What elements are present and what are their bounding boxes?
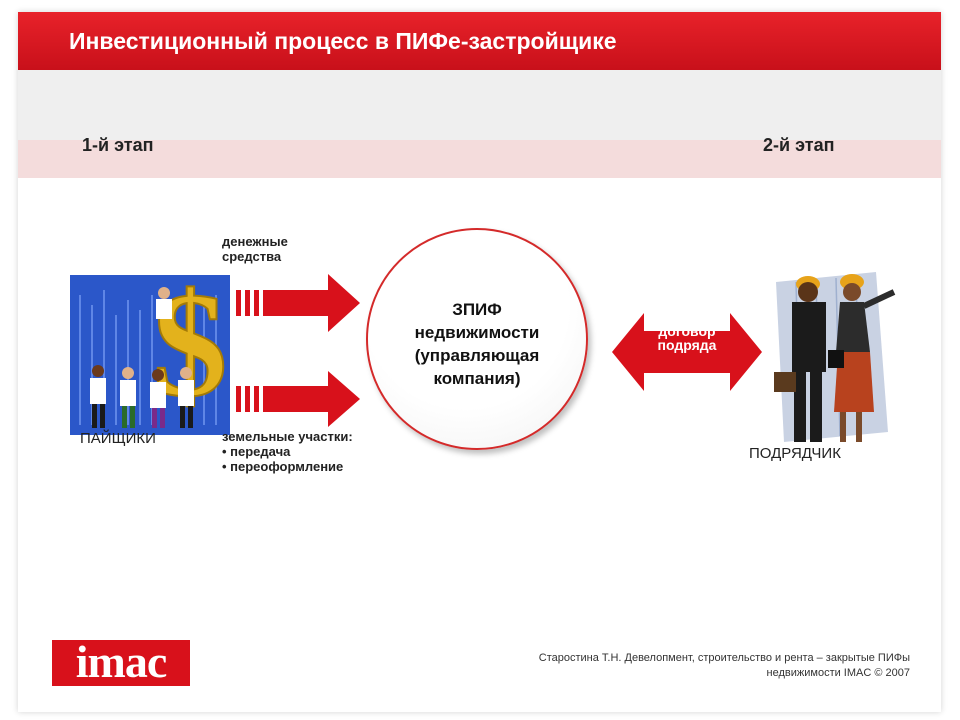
money-flow-line-1: денежные bbox=[222, 234, 288, 249]
upper-band bbox=[18, 70, 941, 140]
land-arrow bbox=[236, 371, 360, 427]
builders-icon bbox=[774, 272, 896, 442]
fund-circle bbox=[366, 228, 588, 450]
contractor-label: ПОДРЯДЧИК bbox=[749, 445, 841, 462]
imac-logo-text: imac bbox=[75, 636, 168, 687]
contract-line-1: договор bbox=[658, 323, 716, 339]
land-flow-title: земельные участки: bbox=[222, 429, 353, 444]
contract-label: договор подряда bbox=[637, 324, 737, 352]
title-bar: Инвестиционный процесс в ПИФе-застройщик… bbox=[18, 12, 941, 70]
stage-2-label: 2-й этап bbox=[763, 135, 835, 155]
fund-line-3: (управляющая bbox=[414, 346, 540, 365]
contract-double-arrow bbox=[612, 313, 762, 391]
page-title: Инвестиционный процесс в ПИФе-застройщик… bbox=[69, 28, 617, 54]
footer-line-1: Старостина Т.Н. Девелопмент, строительст… bbox=[538, 652, 910, 664]
money-arrow bbox=[236, 274, 360, 332]
stage-band bbox=[18, 140, 941, 178]
fund-line-4: компания) bbox=[433, 369, 521, 388]
fund-circle-text: ЗПИФ недвижимости (управляющая компания) bbox=[366, 298, 588, 390]
stage-1-label: 1-й этап bbox=[82, 135, 154, 155]
investors-label: ПАЙЩИКИ bbox=[80, 430, 156, 447]
fund-line-1: ЗПИФ bbox=[452, 300, 502, 319]
fund-line-2: недвижимости bbox=[414, 323, 540, 342]
footer-credit: Старостина Т.Н. Девелопмент, строительст… bbox=[420, 651, 910, 681]
imac-logo bbox=[52, 640, 190, 686]
money-flow-label: денежные средства bbox=[222, 234, 288, 264]
footer-line-2: недвижимости IMAC © 2007 bbox=[766, 667, 910, 679]
land-flow-item-2: • переоформление bbox=[222, 459, 344, 474]
land-flow-label: земельные участки: • передача • переофор… bbox=[222, 429, 353, 474]
land-flow-item-1: • передача bbox=[222, 444, 291, 459]
contract-line-2: подряда bbox=[657, 337, 717, 353]
money-flow-line-2: средства bbox=[222, 249, 282, 264]
people-money-icon: $ bbox=[70, 261, 230, 435]
